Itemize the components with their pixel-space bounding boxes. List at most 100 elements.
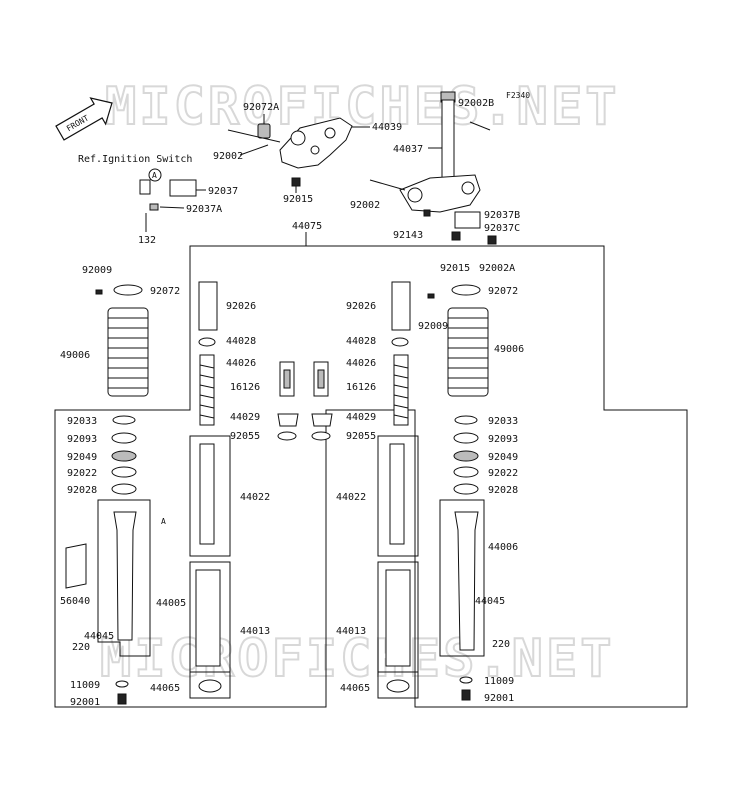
label-44029-right: 44029 xyxy=(346,412,376,423)
label-11009-left: 11009 xyxy=(70,680,100,691)
label-92002-right: 92002 xyxy=(350,200,380,211)
steering-stem-assembly xyxy=(369,91,497,245)
clamp-92072-left xyxy=(113,284,143,296)
label-92093-right: 92093 xyxy=(488,434,518,445)
label-92028-right: 92028 xyxy=(488,485,518,496)
label-44039: 44039 xyxy=(372,122,402,133)
outer-tube-44006-box xyxy=(439,499,485,657)
label-92026-left: 92026 xyxy=(226,301,256,312)
label-44013-right: 44013 xyxy=(336,626,366,637)
label-92015-left: 92015 xyxy=(283,194,313,205)
assembly-outline xyxy=(54,245,688,708)
seal-92049-left xyxy=(111,450,137,462)
front-arrow-icon: FRONT xyxy=(55,97,113,141)
watermark-bottom: MICROFICHES.NET xyxy=(100,629,615,689)
label-92143: 92143 xyxy=(393,230,423,241)
label-49006-left: 49006 xyxy=(60,350,90,361)
label-92002A: 92002A xyxy=(479,263,515,274)
fork-spring-spacer-left xyxy=(198,281,218,331)
bolt-92001-right xyxy=(461,689,471,701)
label-92033-right: 92033 xyxy=(488,416,518,427)
label-16126-right: 16126 xyxy=(346,382,376,393)
label-11009-right: 11009 xyxy=(484,676,514,687)
label-44022-right: 44022 xyxy=(336,492,366,503)
outer-tube-44005-box xyxy=(97,499,151,657)
valve-16126-left xyxy=(279,361,295,397)
washer-11009-left xyxy=(115,680,129,688)
label-92026-right: 92026 xyxy=(346,301,376,312)
fork-spring-44026-right xyxy=(393,354,409,426)
label-92037A: 92037A xyxy=(186,204,222,215)
label-44005: 44005 xyxy=(156,598,186,609)
label-92028-left: 92028 xyxy=(67,485,97,496)
label-44029-left: 44029 xyxy=(230,412,260,423)
label-56040: 56040 xyxy=(60,596,90,607)
label-132: 132 xyxy=(138,235,156,246)
seal-92093-left xyxy=(111,432,137,444)
seal-92093-right xyxy=(453,432,479,444)
washer-44028-left xyxy=(198,337,216,347)
label-16126-left: 16126 xyxy=(230,382,260,393)
label-92001-right: 92001 xyxy=(484,693,514,704)
washer-44028-right xyxy=(391,337,409,347)
label-92037: 92037 xyxy=(208,186,238,197)
label-44022-left: 44022 xyxy=(240,492,270,503)
fork-spring-44026-left xyxy=(199,354,215,426)
upper-bracket-assembly xyxy=(227,117,353,187)
label-92009-left: 92009 xyxy=(82,265,112,276)
oring-92055-right xyxy=(311,431,331,441)
cartridge-44022-left-box xyxy=(189,435,231,557)
label-44026-right: 44026 xyxy=(346,358,376,369)
label-92022-right: 92022 xyxy=(488,468,518,479)
bushing-44065-right-box xyxy=(377,671,419,699)
outer-tube-44005 xyxy=(113,511,137,641)
seal-92049-right xyxy=(453,450,479,462)
bushing-92028-right xyxy=(453,483,479,495)
label-92037C: 92037C xyxy=(484,223,520,234)
label-44028-right: 44028 xyxy=(346,336,376,347)
label-44045-left: 44045 xyxy=(84,631,114,642)
oring-92055-left xyxy=(277,431,297,441)
label-44013-left: 44013 xyxy=(240,626,270,637)
label-49006-right: 49006 xyxy=(494,344,524,355)
bushing-44065-left-box xyxy=(189,671,231,699)
label-92049-right: 92049 xyxy=(488,452,518,463)
label-92093-left: 92093 xyxy=(67,434,97,445)
cartridge-44022-right-box xyxy=(377,435,419,557)
callout-A-top: A xyxy=(152,171,157,180)
dust-boot-49006-right xyxy=(447,307,489,397)
diagram-code: F2340 xyxy=(506,91,530,100)
label-92072-left: 92072 xyxy=(150,286,180,297)
bolt-92001-left xyxy=(117,693,127,705)
screw-92009-right xyxy=(427,293,435,299)
clamp-92072-right xyxy=(451,284,481,296)
label-92022-left: 92022 xyxy=(67,468,97,479)
screw-92009-left xyxy=(95,289,103,295)
label-44045-right: 44045 xyxy=(475,596,505,607)
bushing-92028-left xyxy=(111,483,137,495)
circlip-92033-left xyxy=(112,415,136,425)
label-44028-left: 44028 xyxy=(226,336,256,347)
label-92001-left: 92001 xyxy=(70,697,100,708)
label-92049-left: 92049 xyxy=(67,452,97,463)
washer-92022-right xyxy=(453,466,479,478)
label-44065-right: 44065 xyxy=(340,683,370,694)
callout-A-left: A xyxy=(161,517,166,526)
label-92037B: 92037B xyxy=(484,210,520,221)
dust-boot-49006-left xyxy=(107,307,149,397)
outer-tube-44006 xyxy=(454,511,479,651)
cap-44029-left xyxy=(277,413,299,427)
label-92009-right: 92009 xyxy=(418,321,448,332)
label-44026-left: 44026 xyxy=(226,358,256,369)
label-44075: 44075 xyxy=(292,221,322,232)
fork-spring-spacer-right xyxy=(391,281,411,331)
label-220-left: 220 xyxy=(72,642,90,653)
label-92072A: 92072A xyxy=(243,102,279,113)
label-92015-right: 92015 xyxy=(440,263,470,274)
label-44037: 44037 xyxy=(393,144,423,155)
label-92072-right: 92072 xyxy=(488,286,518,297)
circlip-92033-right xyxy=(454,415,478,425)
watermark-top: MICROFICHES.NET xyxy=(105,77,620,137)
guard-56040 xyxy=(65,543,87,589)
